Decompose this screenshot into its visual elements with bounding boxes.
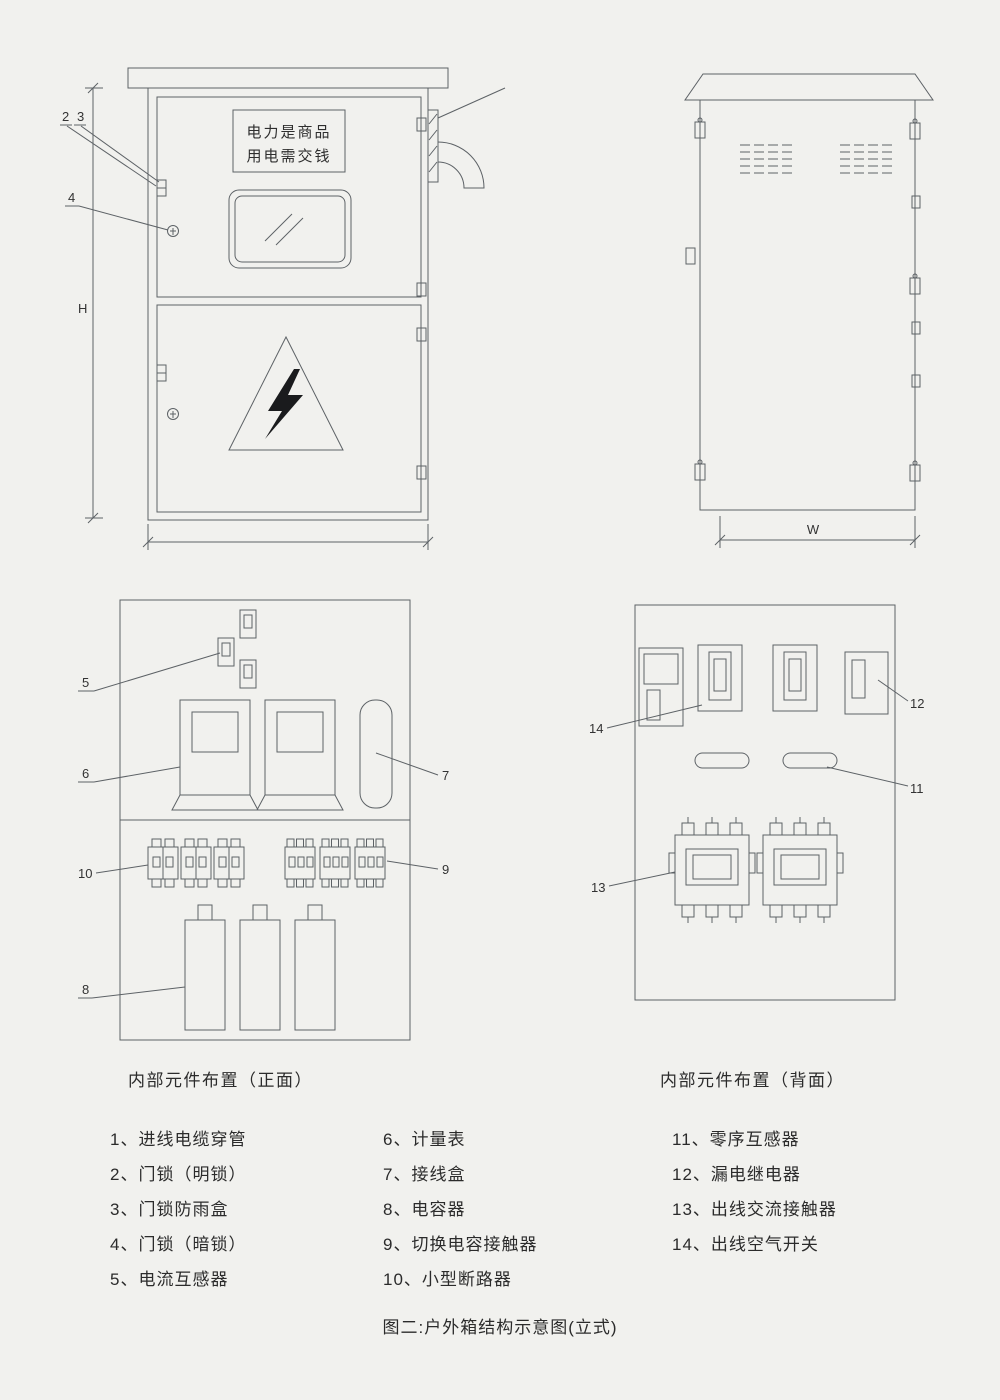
breaker-b <box>772 644 818 712</box>
lower-door-hidden-lock <box>167 408 179 420</box>
legend-item-6: 6、计量表 <box>383 1130 466 1149</box>
callout-7: 7 <box>442 768 449 783</box>
junction-box <box>359 699 393 809</box>
internal-front-drawing: 5 6 7 10 9 8 <box>78 599 449 1041</box>
callout-leaders <box>60 124 169 231</box>
back-view-drawing: W <box>684 73 934 548</box>
ventilation-louvers <box>739 144 893 174</box>
legend-column-2: 6、计量表 7、接线盒 8、电容器 9、切换电容接触器 10、小型断路器 <box>383 1122 537 1297</box>
upper-door-hidden-lock <box>167 225 179 237</box>
meter-window <box>228 189 352 269</box>
legend-item-10: 10、小型断路器 <box>383 1270 512 1289</box>
sign-text-line2: 用电需交钱 <box>246 147 331 165</box>
left-hinges <box>685 117 706 481</box>
legend-item-4: 4、门锁（暗锁） <box>110 1235 247 1254</box>
callout-5: 5 <box>82 675 89 690</box>
callout-8: 8 <box>82 982 89 997</box>
front-layout-caption: 内部元件布置（正面） <box>128 1071 313 1090</box>
figure-title: 图二:户外箱结构示意图(立式) <box>382 1318 618 1337</box>
legend-item-14: 14、出线空气开关 <box>672 1235 819 1254</box>
cabinet-body <box>147 87 429 521</box>
legend-item-5: 5、电流互感器 <box>110 1270 229 1289</box>
back-layout-caption: 内部元件布置（背面） <box>660 1071 845 1090</box>
air-switch <box>638 647 684 727</box>
height-label: H <box>78 301 87 316</box>
sign-plate <box>232 109 346 173</box>
callout-13: 13 <box>591 880 605 895</box>
right-hinges <box>909 118 921 482</box>
callout-14: 14 <box>589 721 603 736</box>
current-transformers <box>217 609 257 689</box>
legend-item-7: 7、接线盒 <box>383 1165 466 1184</box>
callout-10: 10 <box>78 866 92 881</box>
panel-outline <box>634 604 896 1001</box>
breaker-a <box>697 644 743 712</box>
legend-column-3: 11、零序互感器 12、漏电继电器 13、出线交流接触器 14、出线空气开关 <box>672 1122 837 1262</box>
cable-conduit <box>427 87 506 189</box>
legend-item-12: 12、漏电继电器 <box>672 1165 801 1184</box>
legend-item-13: 13、出线交流接触器 <box>672 1200 837 1219</box>
callout-11: 11 <box>910 781 924 796</box>
legend-column-1: 1、进线电缆穿管 2、门锁（明锁） 3、门锁防雨盒 4、门锁（暗锁） 5、电流互… <box>110 1122 246 1297</box>
callout-6: 6 <box>82 766 89 781</box>
callout-9: 9 <box>442 862 449 877</box>
callout-2: 2 <box>62 109 69 124</box>
capacitor-contactors <box>284 838 386 888</box>
legend-item-2: 2、门锁（明锁） <box>110 1165 247 1184</box>
legend-item-8: 8、电容器 <box>383 1200 466 1219</box>
mini-circuit-breakers <box>147 838 245 888</box>
callout-4: 4 <box>68 190 75 205</box>
legend-item-9: 9、切换电容接触器 <box>383 1235 538 1254</box>
height-dimension <box>85 82 103 524</box>
callout-leaders <box>606 679 909 887</box>
door-hinges <box>416 117 427 480</box>
cabinet-roof <box>684 73 934 101</box>
leakage-relay <box>844 651 889 715</box>
warning-triangle <box>228 335 344 451</box>
ac-contactors <box>668 816 844 924</box>
zero-sequence-transformers <box>694 752 838 769</box>
callout-leaders <box>78 652 439 999</box>
cabinet-body <box>699 99 916 511</box>
legend-item-1: 1、进线电缆穿管 <box>110 1130 247 1149</box>
callout-12: 12 <box>910 696 924 711</box>
legend-item-11: 11、零序互感器 <box>672 1130 800 1149</box>
lower-door-lock <box>156 364 167 382</box>
energy-meters <box>171 699 344 811</box>
width-label: W <box>807 522 820 537</box>
cabinet-roof <box>127 67 449 89</box>
upper-door <box>156 96 422 298</box>
width-dimension <box>714 516 921 548</box>
callout-3: 3 <box>77 109 84 124</box>
sign-text-line1: 电力是商品 <box>246 124 331 141</box>
capacitors <box>184 904 336 1031</box>
front-view-drawing: 2 3 4 H 电力是商品 用电需交钱 <box>60 67 506 550</box>
legend-item-3: 3、门锁防雨盒 <box>110 1200 229 1219</box>
internal-back-drawing: 14 12 11 13 <box>589 604 924 1001</box>
upper-door-lock <box>156 179 167 197</box>
width-dimension-front <box>142 524 434 550</box>
lower-door <box>156 304 422 513</box>
lightning-bolt-icon <box>265 369 303 439</box>
